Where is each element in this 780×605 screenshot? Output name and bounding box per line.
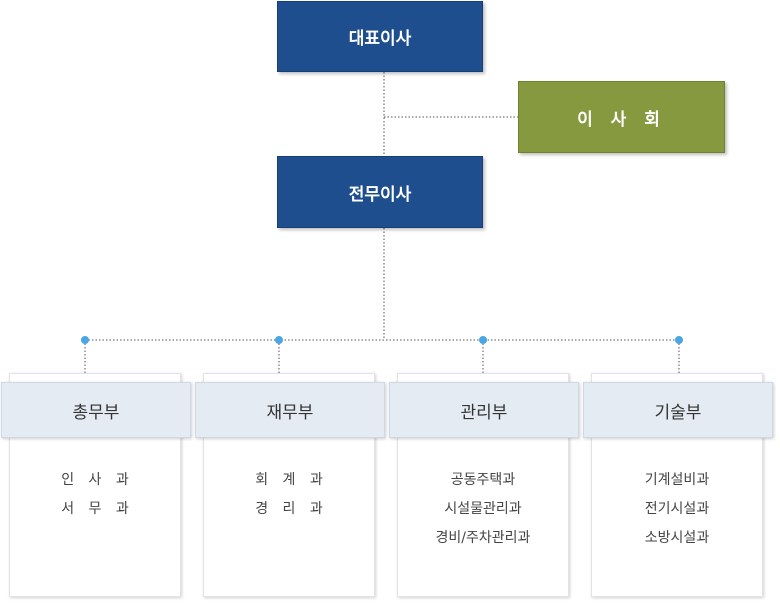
dept-finance: 재무부 회 계 과 경 리 과 xyxy=(195,373,385,597)
dept-header: 재무부 xyxy=(195,382,385,438)
dept-management: 관리부 공동주택과 시설물관리과 경비/주차관리과 xyxy=(389,373,579,597)
dept-name: 관리부 xyxy=(460,402,508,423)
dept-item: 경 리 과 xyxy=(255,501,328,517)
node-dot-0 xyxy=(81,336,89,344)
dept-header: 관리부 xyxy=(389,382,579,438)
dept-item-list: 공동주택과 시설물관리과 경비/주차관리과 xyxy=(398,466,568,553)
board-box: 이 사 회 xyxy=(518,81,725,153)
dept-name: 총무부 xyxy=(72,402,120,423)
managing-director-label: 전무이사 xyxy=(348,184,412,205)
dept-item-list: 회 계 과 경 리 과 xyxy=(204,466,374,524)
dept-item: 기계설비과 xyxy=(644,472,710,488)
board-label: 이 사 회 xyxy=(577,109,666,130)
node-dot-3 xyxy=(675,336,683,344)
dept-header: 총무부 xyxy=(1,382,191,438)
dept-item: 경비/주차관리과 xyxy=(435,530,531,546)
dept-item: 시설물관리과 xyxy=(444,501,522,517)
dept-technical: 기술부 기계설비과 전기시설과 소방시설과 xyxy=(583,373,773,597)
dept-item-list: 인 사 과 서 무 과 xyxy=(10,466,180,524)
node-dot-1 xyxy=(275,336,283,344)
dept-name: 재무부 xyxy=(266,402,314,423)
dept-item: 소방시설과 xyxy=(644,530,710,546)
node-dot-2 xyxy=(479,336,487,344)
dept-item: 공동주택과 xyxy=(450,472,516,488)
dept-header: 기술부 xyxy=(583,382,773,438)
dept-name: 기술부 xyxy=(654,402,702,423)
managing-director-box: 전무이사 xyxy=(277,156,483,228)
dept-item: 회 계 과 xyxy=(255,472,328,488)
dept-item: 인 사 과 xyxy=(61,472,134,488)
dept-general-affairs: 총무부 인 사 과 서 무 과 xyxy=(1,373,191,597)
dept-item: 전기시설과 xyxy=(644,501,710,517)
ceo-box: 대표이사 xyxy=(277,1,483,72)
ceo-label: 대표이사 xyxy=(348,29,412,49)
dept-item-list: 기계설비과 전기시설과 소방시설과 xyxy=(592,466,762,553)
dept-item: 서 무 과 xyxy=(61,501,134,517)
